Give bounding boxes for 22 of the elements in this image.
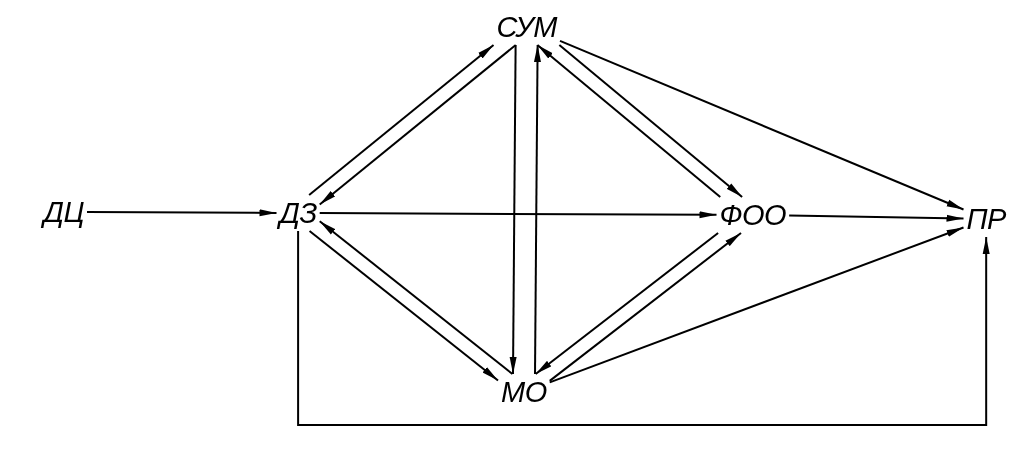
- arrow: [558, 44, 744, 198]
- node-label: ДЗ: [279, 198, 317, 228]
- arrow: [788, 214, 965, 222]
- arrow: [318, 211, 718, 219]
- node-label: МО: [501, 377, 547, 407]
- node-label: ФОО: [719, 200, 787, 230]
- arrow: [548, 232, 742, 382]
- arrow: [318, 44, 517, 206]
- arrow: [536, 44, 722, 198]
- arrow: [308, 230, 499, 382]
- node-label: ДЦ: [43, 197, 84, 227]
- arrow: [297, 230, 990, 426]
- arrow: [534, 232, 720, 375]
- arrow: [534, 44, 541, 375]
- arrow: [559, 39, 965, 211]
- arrow: [318, 220, 514, 375]
- arrow: [509, 44, 517, 375]
- arrow: [548, 226, 965, 384]
- arrow: [86, 209, 278, 217]
- node-label: СУМ: [496, 12, 557, 42]
- arrow: [308, 44, 495, 196]
- node-label: ПР: [966, 204, 1006, 234]
